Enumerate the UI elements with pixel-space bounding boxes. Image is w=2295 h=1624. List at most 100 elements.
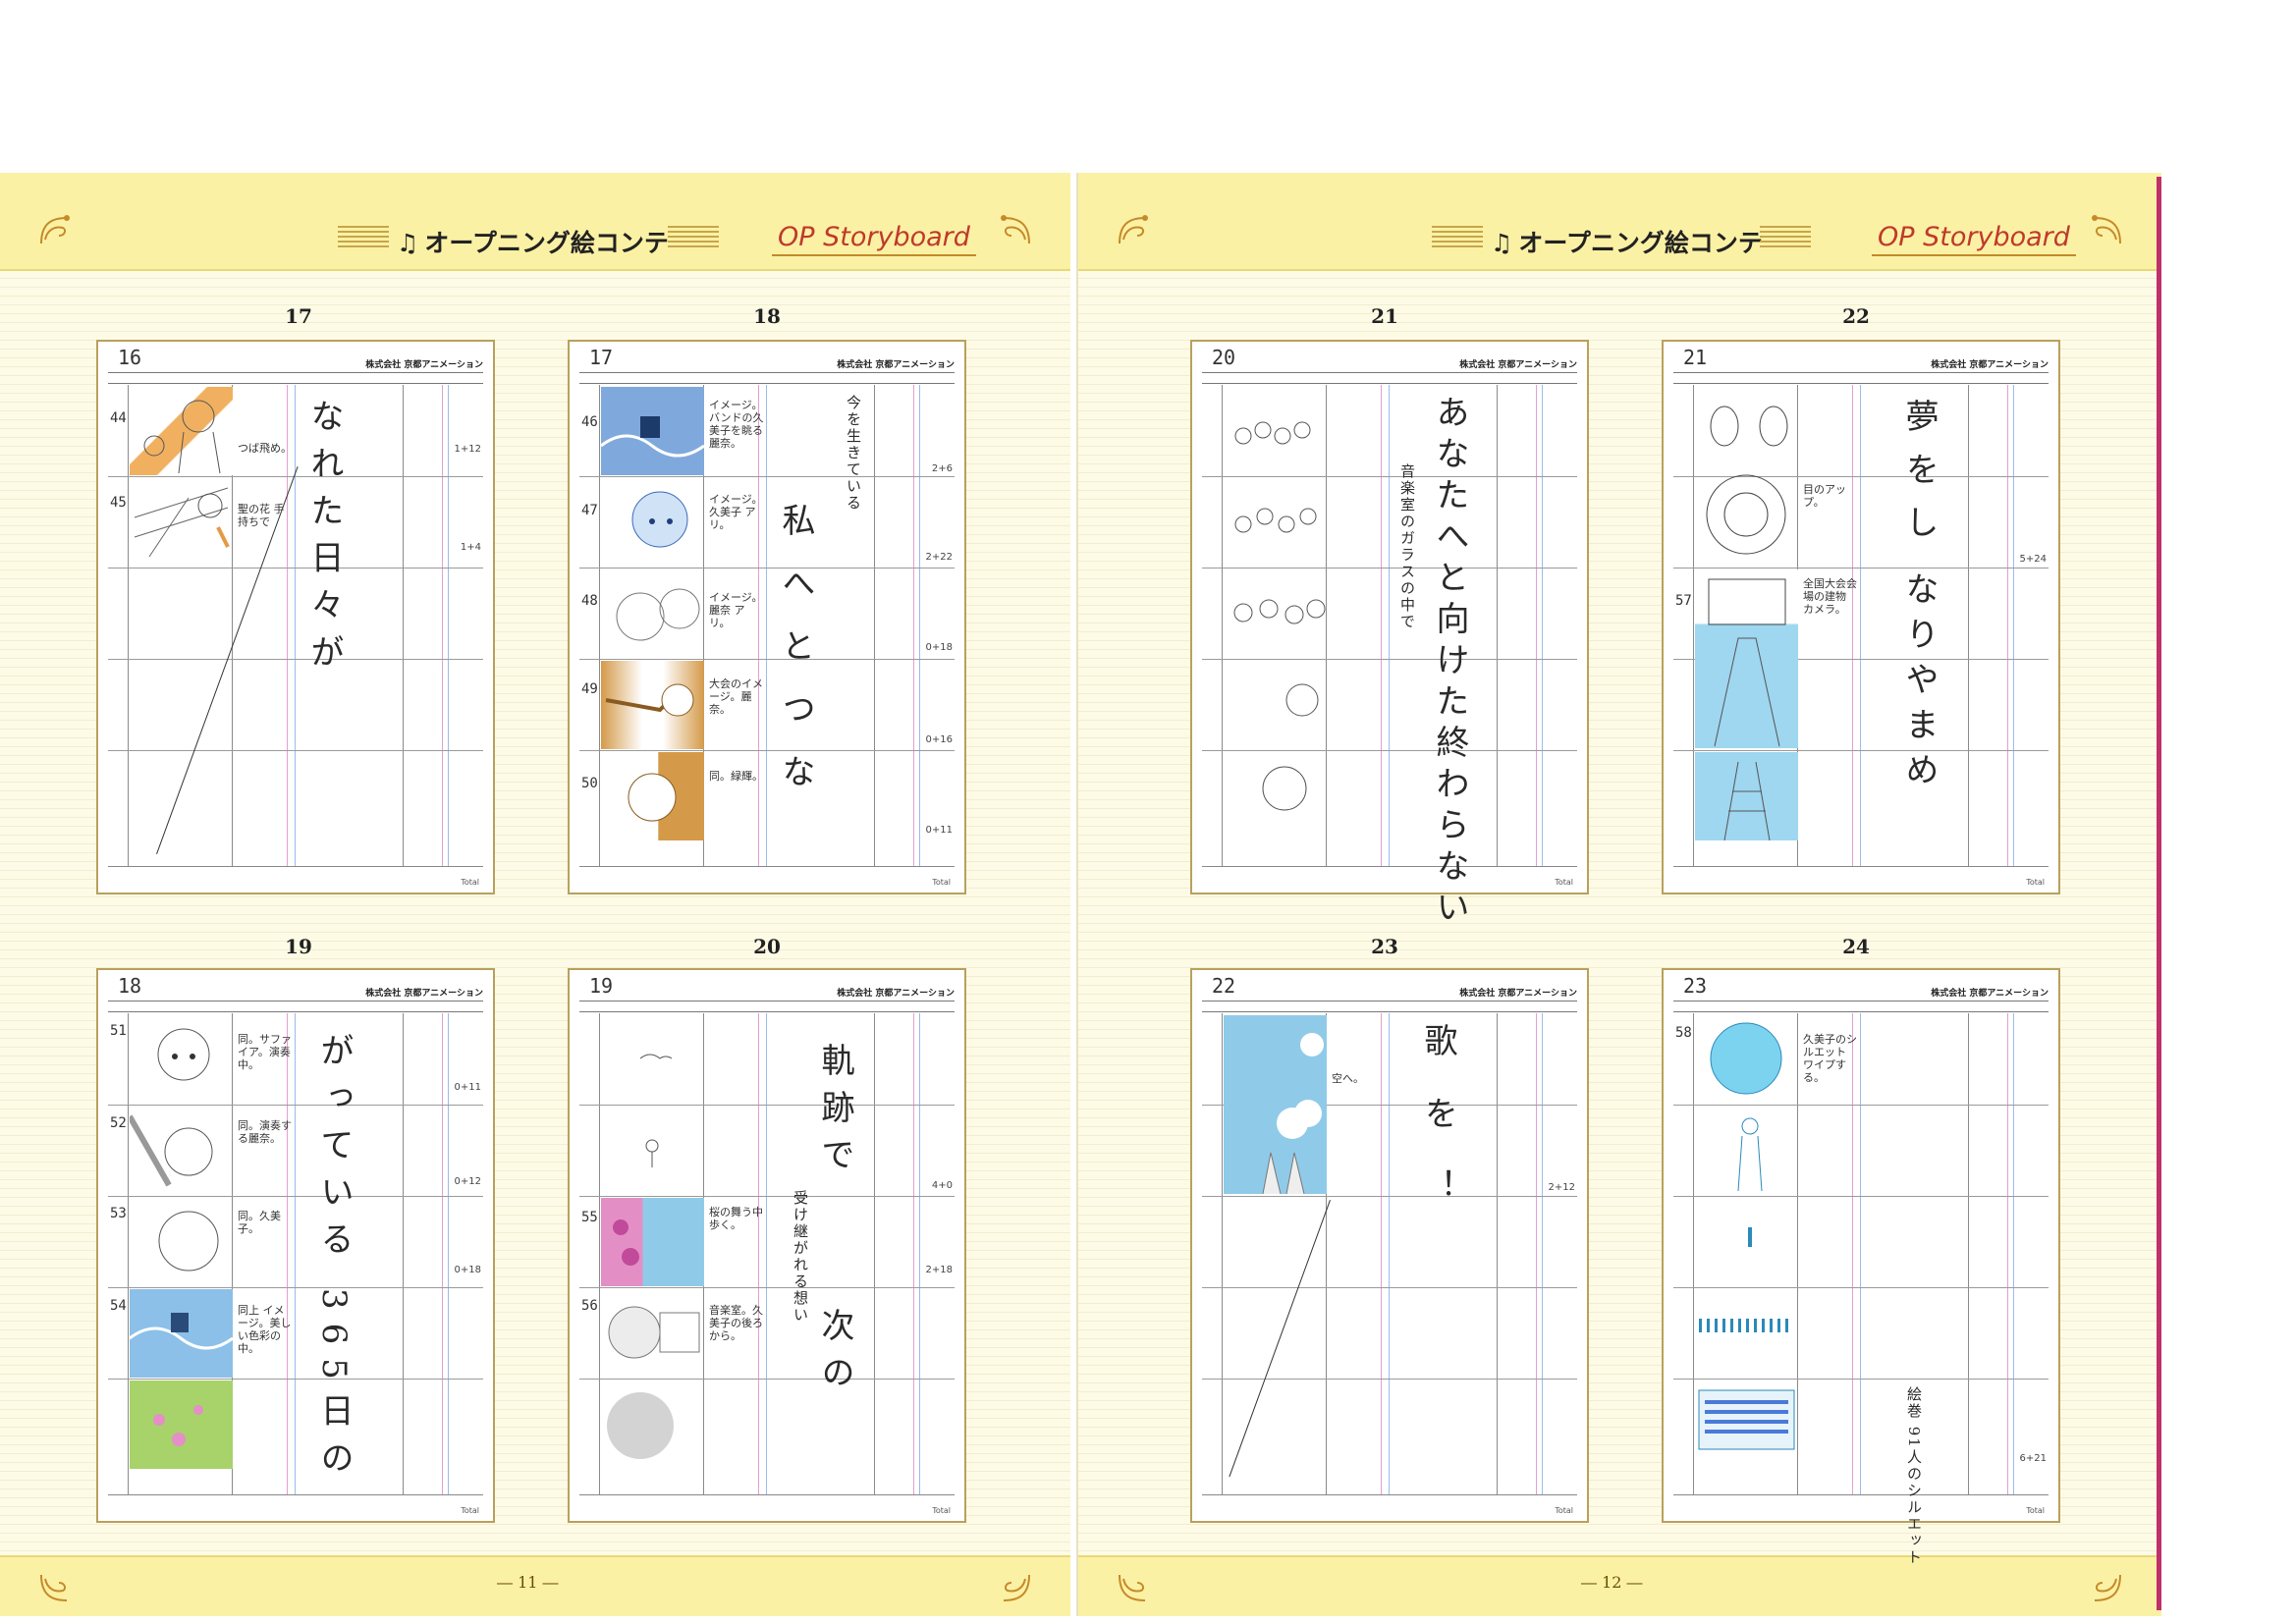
sketch-crowd-icon (1698, 1389, 1795, 1450)
sketch-frame (601, 569, 704, 658)
sketch-frame (1224, 387, 1327, 658)
action-note: イメージ。久美子 アリ。 (709, 493, 763, 531)
sketch-face-icon (616, 588, 700, 641)
sketch-wave-icon (601, 416, 704, 458)
company-label: 株式会社 京都アニメーション (1459, 989, 1577, 999)
duration-label: 0+18 (454, 1265, 481, 1275)
sheet-number: 17 (589, 346, 614, 369)
header-title-en: OP Storyboard (772, 222, 976, 256)
cut-number: 57 (1675, 593, 1692, 609)
sketch-face-icon (628, 773, 677, 822)
total-label: Total (1555, 1506, 1573, 1515)
sketch-frame (601, 478, 704, 567)
sketch-frame (1695, 1015, 1798, 1104)
dialog-text: 365日の (314, 1288, 354, 1488)
sketch-face-icon (631, 491, 688, 548)
ornament-icon (40, 215, 70, 244)
storyboard-grid: 空へ。 歌を！ 2+12 (1202, 1013, 1577, 1495)
action-note: 音楽室。久美子の後ろから。 (709, 1304, 763, 1342)
sketch-crowd-icon (1699, 1319, 1788, 1332)
column-header (579, 372, 955, 384)
cut-number: 53 (110, 1206, 127, 1221)
storyboard-grid: 51 52 53 54 同。サファイア。演奏中。 同。演奏する麗奈。 同。久美子… (108, 1013, 483, 1495)
total-label: Total (461, 1506, 479, 1515)
storyboard-grid: 44 45 つば飛め。 聖の花 手持ちで なれた日々が 1+12 1+4 (108, 385, 483, 867)
duration-label: 1+4 (460, 542, 481, 553)
company-label: 株式会社 京都アニメーション (1931, 989, 2049, 999)
sketch-frame (601, 1289, 704, 1378)
ornament-icon (1001, 215, 1030, 244)
dialog-text: あなたへと向けた終わらない (1430, 395, 1469, 931)
sheet-number: 16 (118, 346, 142, 369)
company-label: 株式会社 京都アニメーション (1931, 360, 2049, 370)
sketch-frame (130, 1198, 233, 1286)
column-header (1673, 372, 2049, 384)
dialog-text: 歌を！ (1418, 1023, 1457, 1241)
sketch-petals-icon (613, 1219, 639, 1266)
column-header (1673, 1001, 2049, 1012)
action-note: 聖の花 手持ちで (238, 503, 285, 528)
header-stripes (338, 226, 389, 247)
cut-number: 55 (581, 1210, 598, 1225)
sketch-frame (601, 1107, 704, 1195)
sketch-silhouette-icon (1737, 1117, 1763, 1192)
ornament-icon (1119, 215, 1148, 244)
dialog-text: 私へとつな (776, 503, 815, 817)
column-header (108, 372, 483, 384)
duration-label: 0+16 (925, 734, 953, 745)
dialog-text: なりやまめ (1899, 571, 1939, 797)
ornament-icon (1003, 1574, 1030, 1601)
page-number: ― 12 ― (1581, 1573, 1643, 1592)
dialog-text: 今を生きている (845, 395, 862, 512)
dialog-text: がっている (314, 1033, 354, 1269)
sketch-cloud-icon (1262, 1033, 1324, 1194)
action-note: 目のアップ。 (1803, 483, 1846, 509)
action-note: 同上 イメージ。美しい色彩の中。 (238, 1304, 292, 1355)
sketch-frame (130, 1380, 233, 1469)
sketch-bird-icon (639, 1054, 673, 1059)
dialog-text: 夢をし (1899, 399, 1939, 558)
duration-label: 0+11 (454, 1082, 481, 1093)
cut-number: 58 (1675, 1025, 1692, 1041)
cut-number: 50 (581, 776, 598, 791)
sheet-number: 21 (1683, 346, 1708, 369)
sketch-silhouette-icon (1710, 1022, 1782, 1095)
cut-number: 49 (581, 681, 598, 697)
sketch-frame (601, 387, 704, 475)
duration-label: 0+11 (925, 825, 953, 836)
sketch-frame (130, 387, 233, 475)
action-note: イメージ。麗奈 アリ。 (709, 591, 763, 629)
duration-label: 0+18 (925, 642, 953, 653)
storyboard-sheet: 17 株式会社 京都アニメーション 46 47 48 49 50 (568, 340, 966, 894)
sketch-frame (130, 478, 233, 567)
header-bar: ♫オープニング絵コンテ OP Storyboard (1078, 173, 2161, 271)
panel-number: 22 (1842, 304, 1870, 328)
storyboard-sheet: 21 株式会社 京都アニメーション 57 目のアップ。 全国大会会場の建物 カメ… (1662, 340, 2060, 894)
company-label: 株式会社 京都アニメーション (365, 360, 483, 370)
footer-bar: ― 11 ― (0, 1555, 1070, 1616)
column-header (108, 1001, 483, 1012)
company-label: 株式会社 京都アニメーション (837, 989, 955, 999)
header-bar: ♫オープニング絵コンテ OP Storyboard (0, 173, 1070, 271)
sketch-blur-icon (607, 1392, 674, 1459)
cut-number: 48 (581, 593, 598, 609)
dialog-text: 受け継がれる想い (792, 1190, 809, 1324)
ornament-icon (1119, 1574, 1146, 1601)
column-header (1202, 1001, 1577, 1012)
sketch-room-icon (608, 1306, 700, 1359)
sheet-number: 19 (589, 974, 614, 998)
sketch-frame (1695, 1289, 1798, 1378)
binding-edge (2157, 177, 2161, 1610)
cut-number: 56 (581, 1298, 598, 1314)
total-label: Total (2026, 1506, 2045, 1515)
sketch-frame (601, 1198, 704, 1286)
sketch-frame (1695, 1380, 1798, 1469)
sketch-frame (130, 1015, 233, 1104)
total-label: Total (2026, 878, 2045, 887)
header-stripes (668, 226, 719, 247)
duration-label: 1+12 (454, 444, 481, 455)
total-label: Total (932, 1506, 951, 1515)
sketch-silhouette-icon (1748, 1227, 1752, 1247)
panel-number: 19 (285, 935, 312, 958)
duration-label: 2+6 (931, 463, 953, 474)
